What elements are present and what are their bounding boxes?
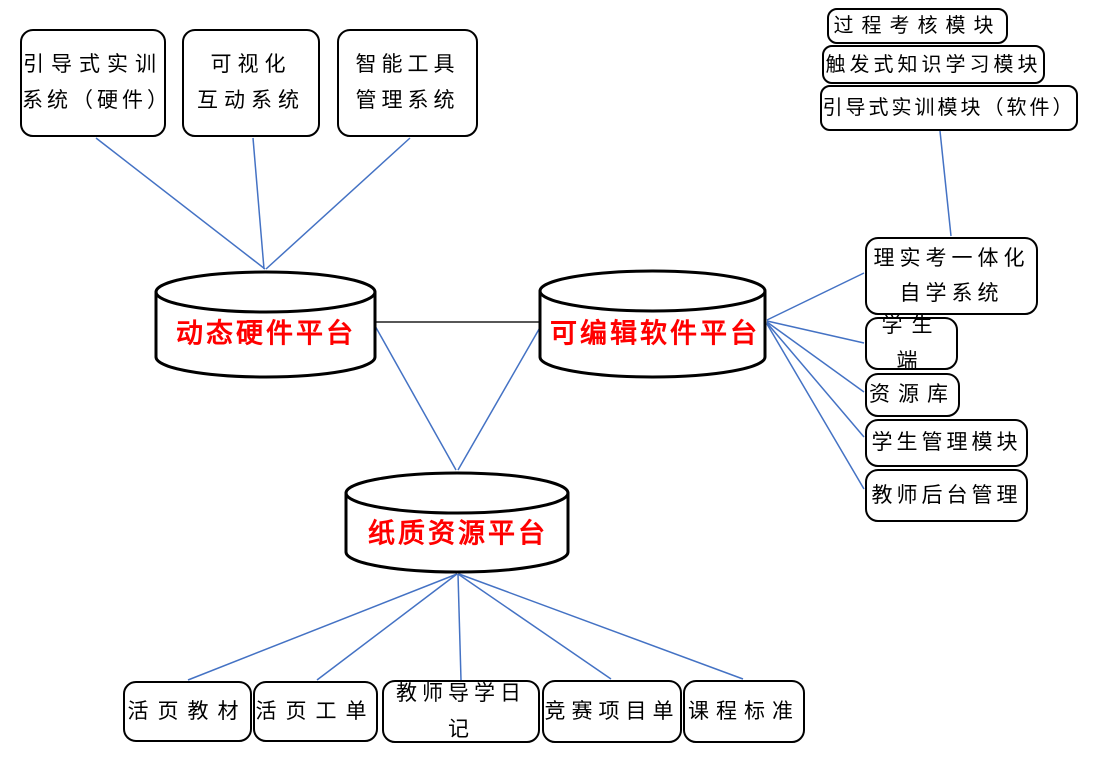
module-label-line: 互动系统 bbox=[197, 88, 305, 112]
module-box-teacher-guided-diary: 教师导学日记 bbox=[382, 680, 540, 743]
module-label-line: 智能工具 bbox=[355, 52, 460, 77]
module-label-line: 系统（硬件） bbox=[22, 88, 172, 112]
edge-pp-p1 bbox=[187, 573, 458, 681]
edge-pp-p3 bbox=[457, 573, 462, 681]
cylinder-hardware-platform bbox=[154, 270, 377, 379]
edge-pp-p2 bbox=[316, 573, 458, 681]
module-label: 活页工单 bbox=[255, 698, 376, 723]
module-label-line: 可视化 bbox=[210, 52, 292, 77]
edge-sw-r2 bbox=[766, 320, 865, 344]
module-label: 资源库 bbox=[869, 382, 956, 407]
edge-hw-module2 bbox=[252, 137, 265, 270]
cylinder-software-platform bbox=[538, 269, 767, 379]
module-box-process-assessment: 过程考核模块 bbox=[827, 8, 1008, 44]
edge-hw-module1 bbox=[95, 137, 266, 270]
module-box-resource-library: 资源库 bbox=[865, 373, 960, 417]
module-box-intelligent-tool-management-system: 智能工具 管理系统 bbox=[337, 29, 478, 137]
edge-sw-r5 bbox=[766, 323, 865, 490]
module-label: 触发式知识学习模块 bbox=[825, 53, 1042, 76]
module-box-loose-leaf-textbook: 活页教材 bbox=[123, 681, 252, 742]
edge-hw-module3 bbox=[265, 137, 411, 270]
module-box-integrated-self-study-system: 理实考一体化 自学系统 bbox=[865, 237, 1038, 315]
edge-pp-p5 bbox=[458, 573, 744, 680]
module-label: 教师导学日记 bbox=[396, 680, 526, 741]
edge-stacked-selfstudy bbox=[939, 130, 952, 237]
edge-sw-r3 bbox=[766, 321, 865, 393]
edge-sw-paper bbox=[457, 323, 543, 471]
cylinder-paper-platform bbox=[344, 471, 570, 574]
module-box-triggered-knowledge-learning: 触发式知识学习模块 bbox=[822, 45, 1045, 84]
dynamic-hardware-platform-label: 动态硬件平台 bbox=[176, 318, 356, 349]
module-label-line: 理实考一体化 bbox=[873, 246, 1030, 271]
module-label: 活页教材 bbox=[127, 698, 248, 723]
module-label-line: 自学系统 bbox=[899, 281, 1004, 305]
module-box-guided-training-system-hardware: 引导式实训 系统（硬件） bbox=[20, 29, 172, 137]
module-box-visual-interactive-system: 可视化 互动系统 bbox=[182, 29, 320, 137]
module-box-student-management: 学生管理模块 bbox=[865, 419, 1028, 467]
module-label: 教师后台管理 bbox=[871, 482, 1022, 507]
edge-pp-p4 bbox=[457, 573, 612, 680]
edge-hw-paper bbox=[373, 323, 457, 471]
module-box-teacher-backend-management: 教师后台管理 bbox=[865, 469, 1028, 522]
module-label: 过程考核模块 bbox=[833, 15, 1002, 37]
edge-sw-r4 bbox=[766, 322, 865, 438]
module-label: 竞赛项目单 bbox=[544, 698, 680, 723]
paper-resource-platform-label: 纸质资源平台 bbox=[368, 518, 548, 549]
module-label-line: 管理系统 bbox=[355, 88, 460, 112]
module-box-course-standard: 课程标准 bbox=[683, 680, 805, 743]
edge-sw-r1 bbox=[766, 272, 865, 321]
module-box-competition-project-sheet: 竞赛项目单 bbox=[542, 680, 682, 743]
module-box-guided-training-module-software: 引导式实训模块（软件） bbox=[820, 85, 1078, 131]
module-box-loose-leaf-worksheet: 活页工单 bbox=[253, 681, 378, 742]
module-box-student-client: 学生端 bbox=[865, 313, 958, 373]
module-label: 学生端 bbox=[881, 312, 942, 373]
module-label: 课程标准 bbox=[688, 698, 800, 723]
editable-software-platform-label: 可编辑软件平台 bbox=[550, 318, 760, 349]
module-label-line: 引导式实训 bbox=[23, 52, 163, 77]
module-label: 引导式实训模块（软件） bbox=[822, 97, 1076, 119]
module-label: 学生管理模块 bbox=[871, 430, 1022, 455]
